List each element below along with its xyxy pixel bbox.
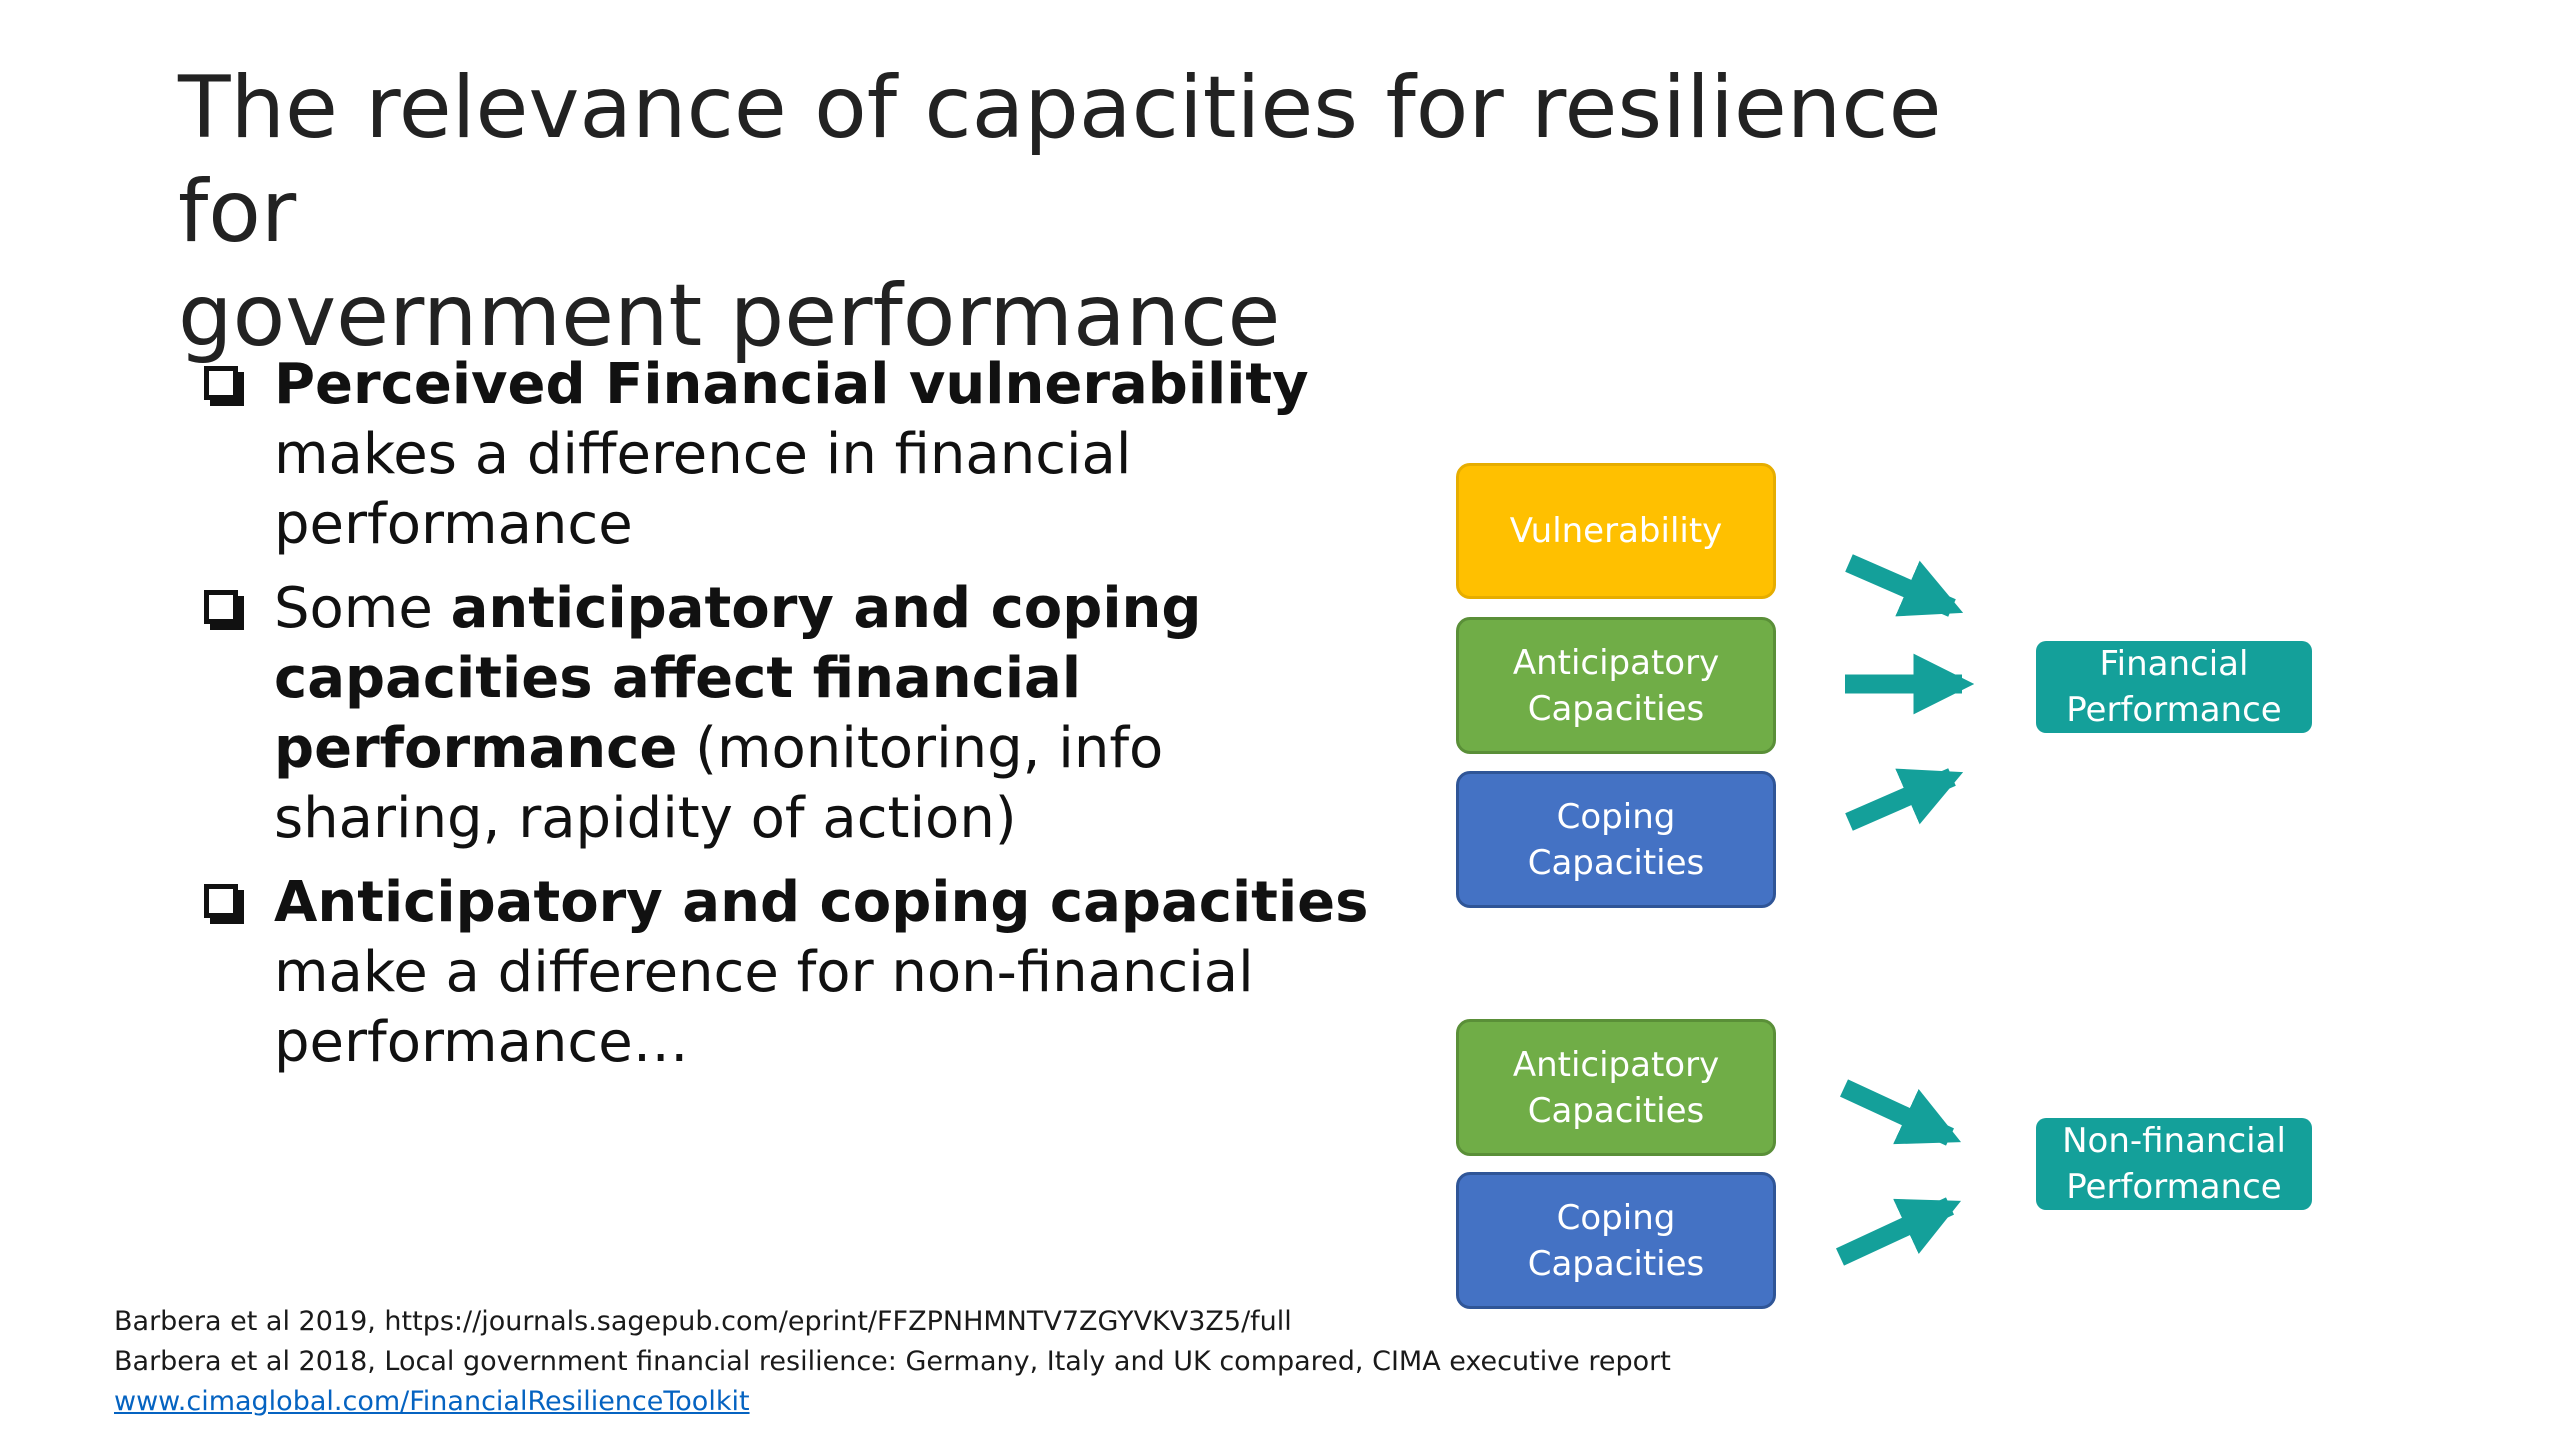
bullet-text: makes a difference in financial performa… — [274, 422, 1132, 557]
box-label-line-1: Anticipatory — [1512, 1044, 1720, 1085]
bullet-bold-text: Perceived Financial vulnerability — [274, 352, 1309, 417]
financial-performance-box: Financial Performance — [2036, 641, 2312, 733]
bullet-bold-text: anticipatory and coping capacities affec… — [274, 576, 1202, 781]
box-label-line-1: Financial — [2099, 644, 2249, 684]
bullet-text: Some — [274, 576, 451, 641]
box-label-line-1: Anticipatory — [1512, 642, 1720, 683]
box-label-line-2: Capacities — [1527, 842, 1705, 883]
reference-1: Barbera et al 2019, https://journals.sag… — [114, 1306, 1292, 1337]
title-line-2: government performance — [178, 266, 1281, 366]
box-label-line-1: Coping — [1556, 1197, 1676, 1238]
bullet-item: Perceived Financial vulnerability makes … — [200, 350, 1400, 560]
toolkit-link[interactable]: www.cimaglobal.com/FinancialResilienceTo… — [114, 1386, 750, 1417]
non-financial-performance-box: Non-financial Performance — [2036, 1118, 2312, 1210]
box-label-line-2: Capacities — [1527, 1243, 1705, 1284]
box-label-line-2: Performance — [2066, 1167, 2282, 1207]
bullet-text: (monitoring, info sharing, rapidity of a… — [274, 716, 1164, 851]
bullet-bold-text: Anticipatory and coping capacities — [274, 870, 1369, 935]
box-label-line-1: Coping — [1556, 796, 1676, 837]
bullet-item: Some anticipatory and coping capacities … — [200, 574, 1400, 854]
anticipatory-capacities-box-nonfinancial: Anticipatory Capacities — [1456, 1019, 1776, 1156]
slide-title: The relevance of capacities for resilien… — [178, 56, 1978, 368]
bullet-text: make a difference for non-financial perf… — [274, 940, 1254, 1075]
references: Barbera et al 2019, https://journals.sag… — [114, 1302, 2014, 1422]
arrow-icon — [1840, 1079, 1962, 1146]
bullet-item: Anticipatory and coping capacities make … — [200, 868, 1400, 1078]
reference-2: Barbera et al 2018, Local government fin… — [114, 1346, 1671, 1377]
checkbox-bullet-icon — [204, 590, 238, 624]
coping-capacities-box-nonfinancial: Coping Capacities — [1456, 1172, 1776, 1309]
box-label-line-2: Performance — [2066, 690, 2282, 730]
arrow-icon — [1845, 768, 1964, 831]
checkbox-bullet-icon — [204, 366, 238, 400]
anticipatory-capacities-box: Anticipatory Capacities — [1456, 617, 1776, 754]
title-line-1: The relevance of capacities for resilien… — [178, 58, 1942, 262]
coping-capacities-box: Coping Capacities — [1456, 771, 1776, 908]
vulnerability-box: Vulnerability — [1456, 463, 1776, 599]
arrow-icon — [1845, 554, 1964, 617]
bullet-list: Perceived Financial vulnerability makes … — [200, 350, 1400, 1092]
box-label-line-2: Capacities — [1527, 1090, 1705, 1131]
vulnerability-label: Vulnerability — [1509, 511, 1723, 551]
arrow-icon — [1836, 1197, 1962, 1266]
checkbox-bullet-icon — [204, 884, 238, 918]
box-label-line-2: Capacities — [1527, 688, 1705, 729]
box-label-line-1: Non-financial — [2062, 1121, 2286, 1161]
